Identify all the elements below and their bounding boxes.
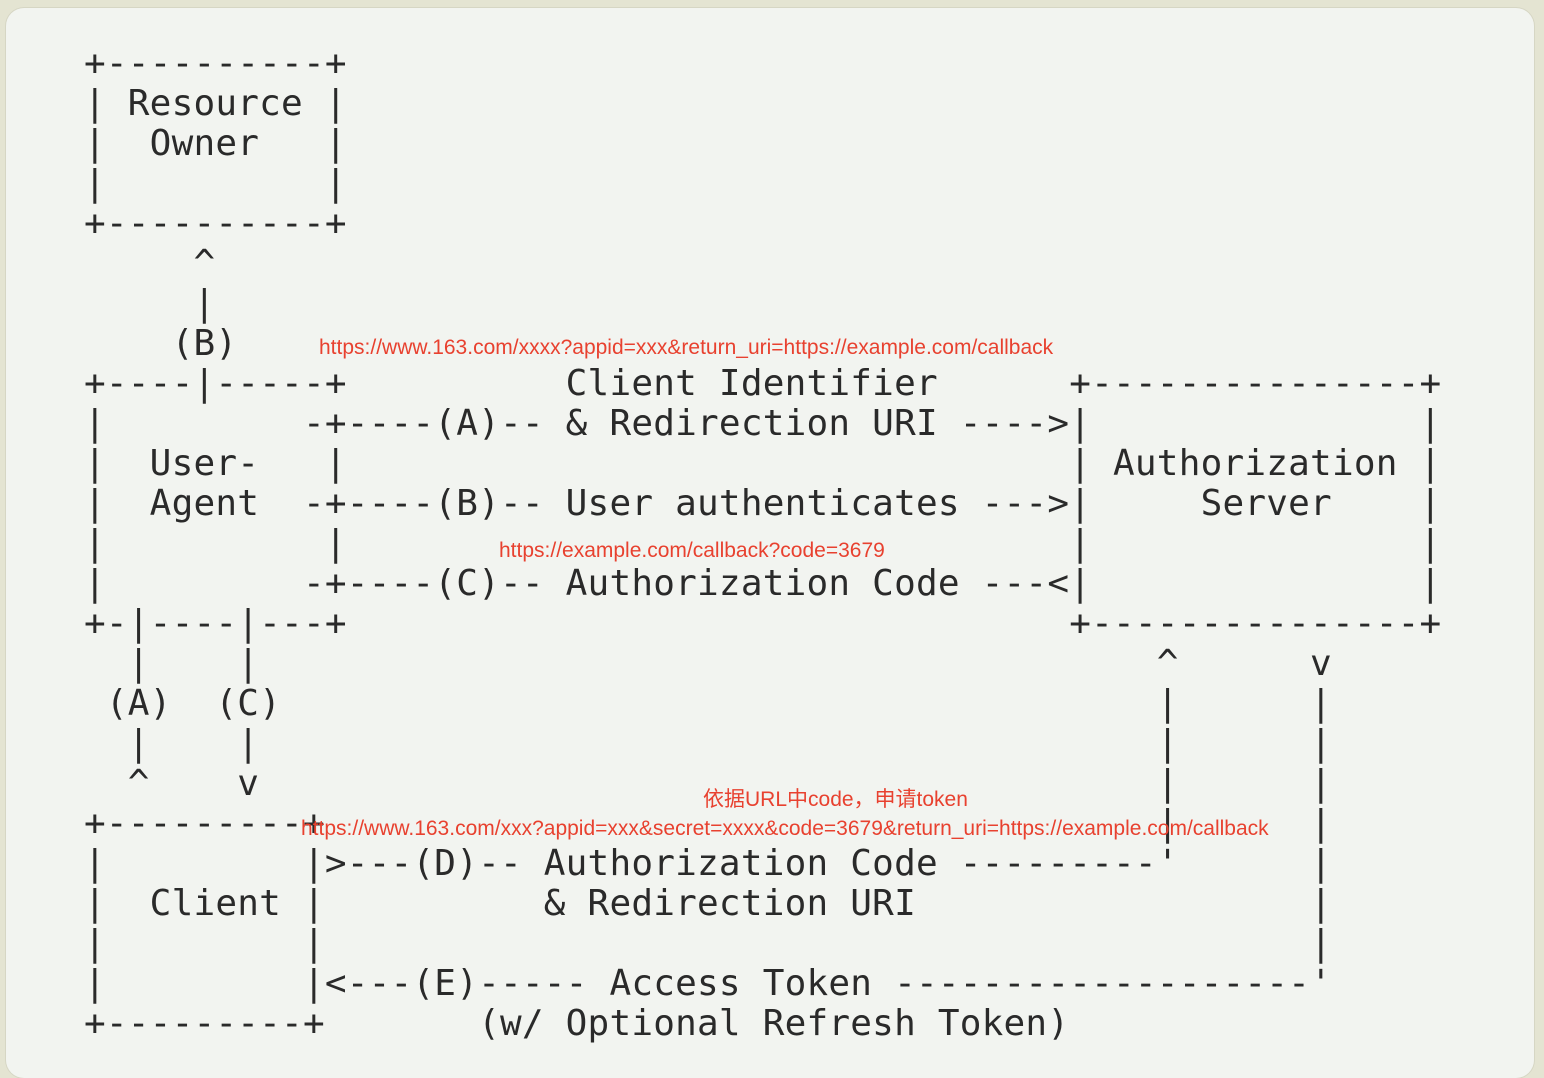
diagram-line: ^ v | | — [84, 763, 1332, 804]
diagram-line: | -+----(A)-- & Redirection URI ---->| | — [84, 403, 1442, 444]
token-request-caption: 依据URL中code，申请token — [703, 788, 968, 811]
diagram-line: | | | | — [84, 723, 1332, 764]
diagram-line: | |>---(D)-- Authorization Code --------… — [84, 843, 1332, 884]
authorize-url-annotation: https://www.163.com/xxxx?appid=xxx&retur… — [319, 336, 1054, 359]
diagram-line: | User- | | Authorization | — [84, 443, 1442, 484]
diagram-line: | Resource | — [84, 83, 347, 124]
diagram-line: +---------+ (w/ Optional Refresh Token) — [84, 1003, 1070, 1044]
diagram-line: (B) — [84, 323, 238, 364]
diagram-line: | |<---(E)----- Access Token -----------… — [84, 963, 1332, 1004]
diagram-line: +----------+ — [84, 203, 347, 244]
diagram-panel: +----------+ | Resource | | Owner | | | … — [6, 8, 1534, 1078]
diagram-line: | Client | & Redirection URI | — [84, 883, 1332, 924]
diagram-line: | | | — [84, 923, 1332, 964]
diagram-line: | | — [84, 163, 347, 204]
diagram-line: +---------+ | | — [84, 803, 1332, 844]
diagram-line: +----|-----+ Client Identifier +--------… — [84, 363, 1442, 404]
diagram-line: ^ — [84, 243, 216, 284]
diagram-line: | Owner | — [84, 123, 347, 164]
diagram-line: | -+----(C)-- Authorization Code ---<| | — [84, 563, 1442, 604]
diagram-line: | | | | — [84, 523, 1442, 564]
callback-url-annotation: https://example.com/callback?code=3679 — [499, 539, 885, 562]
diagram-line: (A) (C) | | — [84, 683, 1332, 724]
diagram-line: +-|----|---+ +---------------+ — [84, 603, 1442, 644]
diagram-line: | — [84, 283, 216, 324]
diagram-line: | Agent -+----(B)-- User authenticates -… — [84, 483, 1442, 524]
oauth-flow-ascii-diagram: +----------+ | Resource | | Owner | | | … — [84, 44, 1441, 1044]
diagram-line: | | ^ v — [84, 643, 1332, 684]
token-url-annotation: https://www.163.com/xxx?appid=xxx&secret… — [301, 817, 1269, 840]
diagram-line: +----------+ — [84, 43, 347, 84]
